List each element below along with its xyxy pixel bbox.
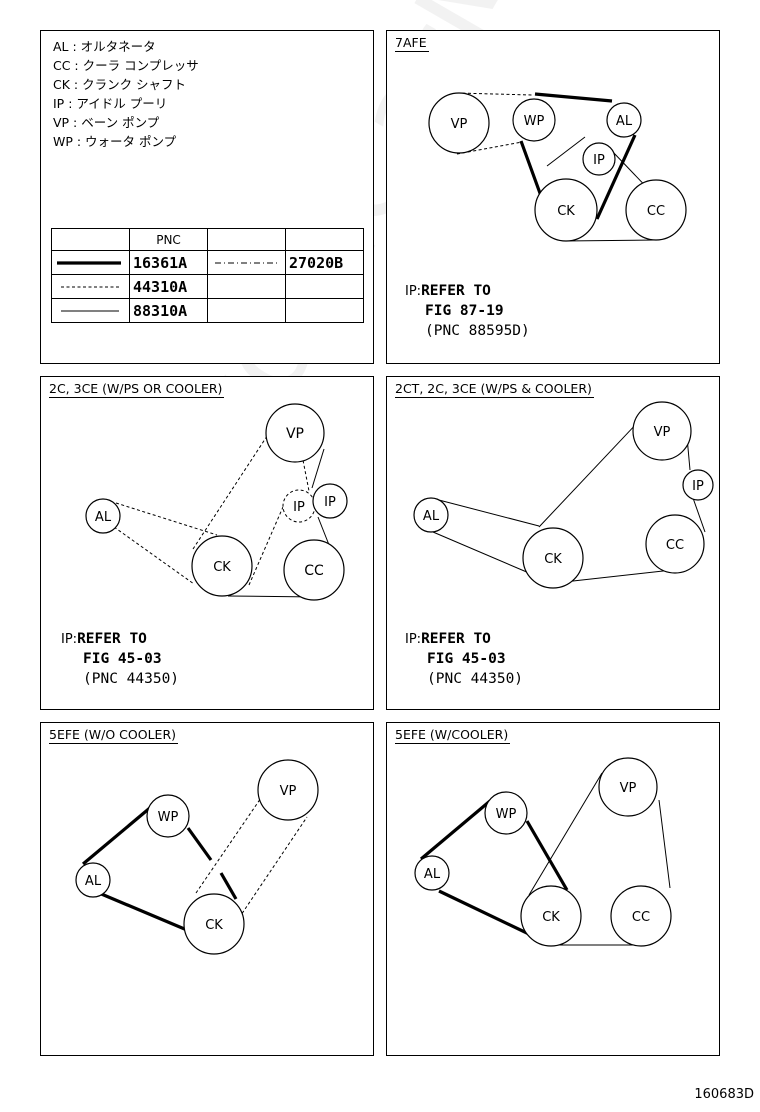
pnc-value: 27020B [285,250,364,275]
cooler-compressor-pulley [610,885,672,947]
reference-note: IP:REFER TO [61,631,147,647]
pulley-label: AL [423,509,440,524]
pnc-row: 44310A [51,274,364,299]
idler-pulley [682,469,714,501]
pulley-label: VP [620,781,637,796]
water-pump-pulley [146,794,190,838]
belt-diagram: AL WP VP CK CC [414,757,672,947]
alternator-pulley [606,102,642,138]
panel-title: 7AFE [395,35,429,52]
pulley-label: VP [280,784,297,799]
reference-fig: FIG 45-03 [427,651,506,667]
vane-pump-pulley [598,757,658,817]
pulley-label: VP [451,117,468,132]
crankshaft-pulley [520,885,582,947]
pulley-label: CC [632,910,650,925]
legend-item: AL : オルタネータ [53,39,156,54]
pnc-row: 88310A [51,298,364,323]
pulley-label: VP [286,426,304,442]
alternator-pulley [75,862,111,898]
cooler-compressor-pulley [625,179,687,241]
pulley-label: CK [557,204,575,219]
pnc-table: PNC 16361A 27020B 44310A 8 [51,228,364,323]
legend-item: CC : クーラ コンプレッサ [53,58,199,73]
panel-5efe-without-cooler: 5EFE (W/O COOLER) AL WP VP CK [40,722,374,1056]
cooler-compressor-pulley [283,539,345,601]
panel-2c-3ce-ps-or-cooler: 2C, 3CE (W/PS OR COOLER) AL VP IP IP CK … [40,376,374,710]
legend-item: IP : アイドル プーリ [53,96,168,111]
belt-diagram: VP WP AL IP CK CC [428,92,687,242]
pulley-label: IP [293,500,305,515]
pnc-value: 16361A [129,250,208,275]
crankshaft-pulley [534,178,598,242]
pulley-label: CK [544,552,562,567]
pulley-label: CK [542,910,560,925]
pulley-label: AL [95,510,112,525]
thin-line-symbol [51,298,130,323]
pulley-label: CC [666,538,684,553]
alternator-pulley [414,855,450,891]
belt-diagram: AL VP IP CC CK [413,401,714,589]
pulley-label: IP [692,479,704,494]
vane-pump-pulley [632,401,692,461]
legend-item: CK : クランク シャフト [53,77,187,92]
dash-dot-line-symbol [207,250,286,275]
reference-pnc: (PNC 44350) [83,671,180,687]
reference-note: IP:REFER TO [405,631,491,647]
panel-title: 2CT, 2C, 3CE (W/PS & COOLER) [395,381,594,398]
reference-pnc: (PNC 44350) [427,671,524,687]
belt-diagram: AL VP IP IP CK CC [85,403,348,601]
thick-line-symbol [51,250,130,275]
reference-fig: FIG 45-03 [83,651,162,667]
crankshaft-pulley [191,535,253,597]
reference-fig: FIG 87-19 [425,303,504,319]
vane-pump-pulley [265,403,325,463]
pulley-label: CK [213,560,231,575]
vane-pump-pulley [257,759,319,821]
cooler-compressor-pulley [645,514,705,574]
panel-5efe-with-cooler: 5EFE (W/COOLER) AL WP VP CK CC [386,722,720,1056]
pulley-label: IP [593,153,605,168]
pulley-label: AL [85,874,102,889]
pulley-label: VP [654,425,671,440]
pnc-row: 16361A 27020B [51,250,364,275]
idler-pulley [312,483,348,519]
pnc-value: 44310A [129,274,208,299]
belt-diagram: AL WP VP CK [75,759,319,955]
panel-title: 2C, 3CE (W/PS OR COOLER) [49,381,225,398]
pulley-label: WP [496,807,517,822]
alternator-pulley [85,498,121,534]
pnc-value: 88310A [129,298,208,323]
pulley-label: CC [647,204,665,219]
legend-panel: AL : オルタネータ CC : クーラ コンプレッサ CK : クランク シャ… [40,30,374,364]
water-pump-pulley [484,791,528,835]
idler-pulley [582,142,616,176]
alternator-pulley [413,497,449,533]
pulley-label: CC [304,563,324,579]
panel-2ct-2c-3ce-ps-and-cooler: 2CT, 2C, 3CE (W/PS & COOLER) AL VP IP CC… [386,376,720,710]
water-pump-pulley [512,98,556,142]
crankshaft-pulley [183,893,245,955]
legend-item: WP : ウォータ ポンプ [53,134,177,149]
pulley-label: WP [158,810,179,825]
panel-title: 5EFE (W/COOLER) [395,727,511,744]
figure-number: 160683D [694,1087,754,1102]
pulley-label: IP [324,495,336,510]
crankshaft-pulley [522,527,584,589]
pnc-header: PNC [129,228,208,251]
reference-note: IP:REFER TO [405,283,491,299]
pulley-label: WP [524,114,545,129]
panel-title: 5EFE (W/O COOLER) [49,727,179,744]
dashed-line-symbol [51,274,130,299]
vane-pump-pulley [428,92,490,154]
reference-pnc: (PNC 88595D) [425,323,530,339]
pulley-label: AL [616,114,633,129]
pulley-label: CK [205,918,223,933]
panel-7afe: 7AFE VP WP AL IP CK CC IP:REFER TO FIG 8… [386,30,720,364]
pulley-label: AL [424,867,441,882]
legend-item: VP : ベーン ポンプ [53,115,160,130]
